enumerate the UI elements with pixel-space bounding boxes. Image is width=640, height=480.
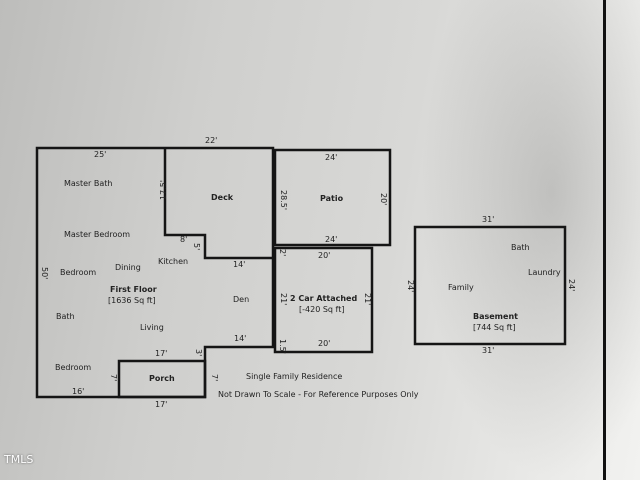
basement-outline <box>413 225 567 346</box>
deck-label: Deck <box>211 193 234 202</box>
dim-porch-top: 17' <box>155 349 168 358</box>
disclaimer: Not Drawn To Scale - For Reference Purpo… <box>218 390 419 399</box>
room-kitchen: Kitchen <box>158 257 189 266</box>
dim-deck-left: 17.5' <box>159 179 168 200</box>
patio-dim-bottom: 24' <box>325 235 338 244</box>
watermark: TMLS <box>4 453 34 466</box>
paper-edge <box>603 0 606 480</box>
first-floor-area: [1636 Sq ft] <box>108 296 156 305</box>
dim-top-total: 22' <box>205 136 218 145</box>
dim-bottom: 17' <box>155 400 168 409</box>
basement-room-family: Family <box>448 283 474 292</box>
garage-gap-top: 2' <box>278 249 287 257</box>
patio-dim-top: 24' <box>325 153 338 162</box>
room-bedroom: Bedroom <box>60 268 97 277</box>
dim-step: 3' <box>194 349 203 357</box>
room-master-bedroom: Master Bedroom <box>64 230 131 239</box>
dim-porch-left: 7' <box>109 374 118 382</box>
basement-dim-bottom: 31' <box>482 346 495 355</box>
porch-outline <box>117 359 207 399</box>
garage-outline <box>273 246 374 354</box>
dim-kitchen-right: 14' <box>233 260 246 269</box>
basement-dim-left: 24' <box>406 280 415 293</box>
dim-notch-v: 5' <box>192 243 201 251</box>
deck-outline <box>163 148 273 260</box>
patio-dim-right: 20' <box>379 193 388 206</box>
garage-area: [-420 Sq ft] <box>299 305 345 314</box>
patio-outline <box>273 148 392 247</box>
basement-room-bath: Bath <box>511 243 530 252</box>
patio-dim-left: 28.5' <box>279 190 288 211</box>
garage-title: 2 Car Attached <box>290 294 358 303</box>
room-master-bath: Master Bath <box>64 179 113 188</box>
garage-dim-bottom: 20' <box>318 339 331 348</box>
dim-left: 50' <box>40 267 49 280</box>
basement-area: [744 Sq ft] <box>473 323 516 332</box>
garage-dim-left: 21' <box>279 293 288 306</box>
garage-gap-bottom: 1.5' <box>278 339 287 354</box>
room-living: Living <box>140 323 164 332</box>
room-bedroom-2: Bedroom <box>55 363 92 372</box>
room-bath: Bath <box>56 312 75 321</box>
garage-dim-right: 21' <box>363 293 372 306</box>
dim-top: 25' <box>94 150 107 159</box>
patio-label: Patio <box>320 194 344 203</box>
garage-dim-top: 20' <box>318 251 331 260</box>
basement-title: Basement <box>473 312 518 321</box>
room-dining: Dining <box>115 263 141 272</box>
first-floor-outline <box>35 146 275 399</box>
dim-porch-right: 7' <box>210 374 219 382</box>
basement-room-laundry: Laundry <box>528 268 561 277</box>
room-den: Den <box>233 295 250 304</box>
caption: Single Family Residence <box>246 372 343 381</box>
dim-notch-h: 8' <box>180 235 188 244</box>
dim-bottom-left: 16' <box>72 387 85 396</box>
porch-label: Porch <box>149 374 175 383</box>
basement-dim-right: 24' <box>567 279 576 292</box>
basement-dim-top: 31' <box>482 215 495 224</box>
dim-den-bottom: 14' <box>234 334 247 343</box>
first-floor-title: First Floor <box>110 285 157 294</box>
